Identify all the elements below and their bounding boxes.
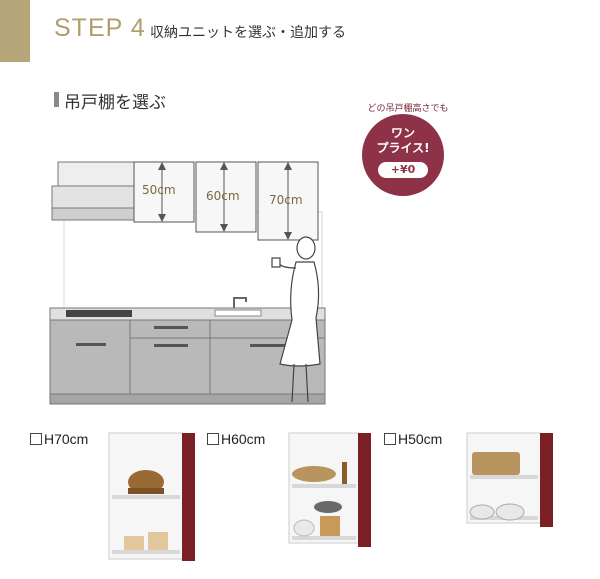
option-label-h50: H50cm — [398, 431, 443, 447]
badge-text: ワン プライス! — [362, 126, 444, 156]
person-silhouette — [271, 236, 321, 403]
price-note: どの吊戸棚高さでも — [367, 104, 449, 114]
step-title: 収納ユニットを選ぶ・追加する — [150, 25, 346, 41]
step-accent-bar — [0, 0, 30, 62]
height-label-60: 60cm — [206, 189, 240, 203]
base-cabinets — [49, 319, 326, 405]
height-label-70: 70cm — [269, 193, 303, 207]
cabinet-photo-h50 — [466, 432, 553, 527]
badge-price: +¥0 — [378, 162, 428, 178]
cabinet-photo-h60 — [288, 432, 371, 547]
counter — [49, 297, 326, 321]
wall-cabinet-70 — [257, 161, 319, 241]
option-h70[interactable]: H70cm — [30, 431, 88, 447]
option-label-h70: H70cm — [44, 431, 89, 447]
step-number: STEP 4 — [54, 14, 146, 42]
badge-line-2: プライス! — [376, 141, 430, 155]
option-label-h60: H60cm — [221, 431, 266, 447]
badge-line-1: ワン — [390, 126, 415, 140]
option-h50[interactable]: H50cm — [384, 431, 442, 447]
checkbox-h60[interactable] — [207, 433, 219, 445]
one-price-badge — [362, 114, 444, 196]
section-marker — [54, 92, 59, 107]
checkbox-h70[interactable] — [30, 433, 42, 445]
cabinet-photo-h70 — [108, 432, 195, 561]
wall-cabinet-50 — [133, 161, 195, 223]
section-title: 吊戸棚を選ぶ — [64, 93, 166, 113]
height-label-50: 50cm — [142, 183, 176, 197]
checkbox-h50[interactable] — [384, 433, 396, 445]
wall-cabinet-60 — [195, 161, 257, 233]
option-h60[interactable]: H60cm — [207, 431, 265, 447]
range-hood — [51, 161, 135, 221]
kitchen-diagram: 50cm 60cm 70cm — [49, 161, 326, 405]
